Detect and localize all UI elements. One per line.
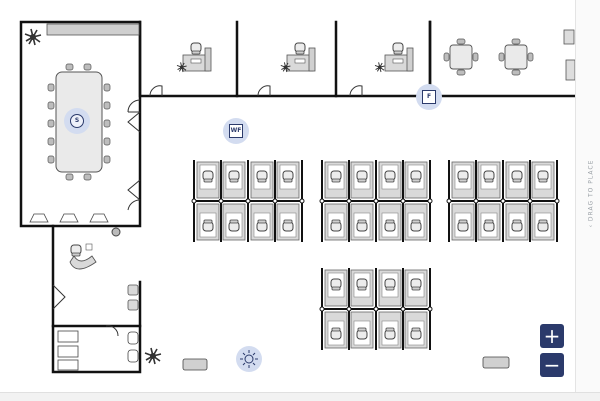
zoom-out-button[interactable]: − <box>540 353 564 377</box>
zoom-in-button[interactable]: + <box>540 324 564 348</box>
horizontal-scrollbar[interactable] <box>0 392 600 401</box>
drag-to-place-text: DRAG TO PLACE <box>587 159 595 222</box>
ceiling-light-icon <box>240 350 258 368</box>
ceiling-light-marker[interactable] <box>236 346 262 372</box>
drag-to-place-label: ‹ DRAG TO PLACE <box>588 154 595 234</box>
fire-extinguisher-icon: F <box>422 90 436 104</box>
security-camera-marker[interactable]: S <box>64 108 90 134</box>
drag-to-place-panel-handle[interactable]: ‹ DRAG TO PLACE <box>575 0 600 392</box>
wifi-marker[interactable]: WF <box>223 118 249 144</box>
wifi-access-point-icon: WF <box>229 124 243 138</box>
security-camera-icon: S <box>70 114 84 128</box>
floor-plan-canvas[interactable]: WF F S + − <box>0 0 575 392</box>
floor-plan-drawing <box>19 20 575 374</box>
fire-extinguisher-marker[interactable]: F <box>416 84 442 110</box>
chevron-left-icon: ‹ <box>587 221 595 228</box>
